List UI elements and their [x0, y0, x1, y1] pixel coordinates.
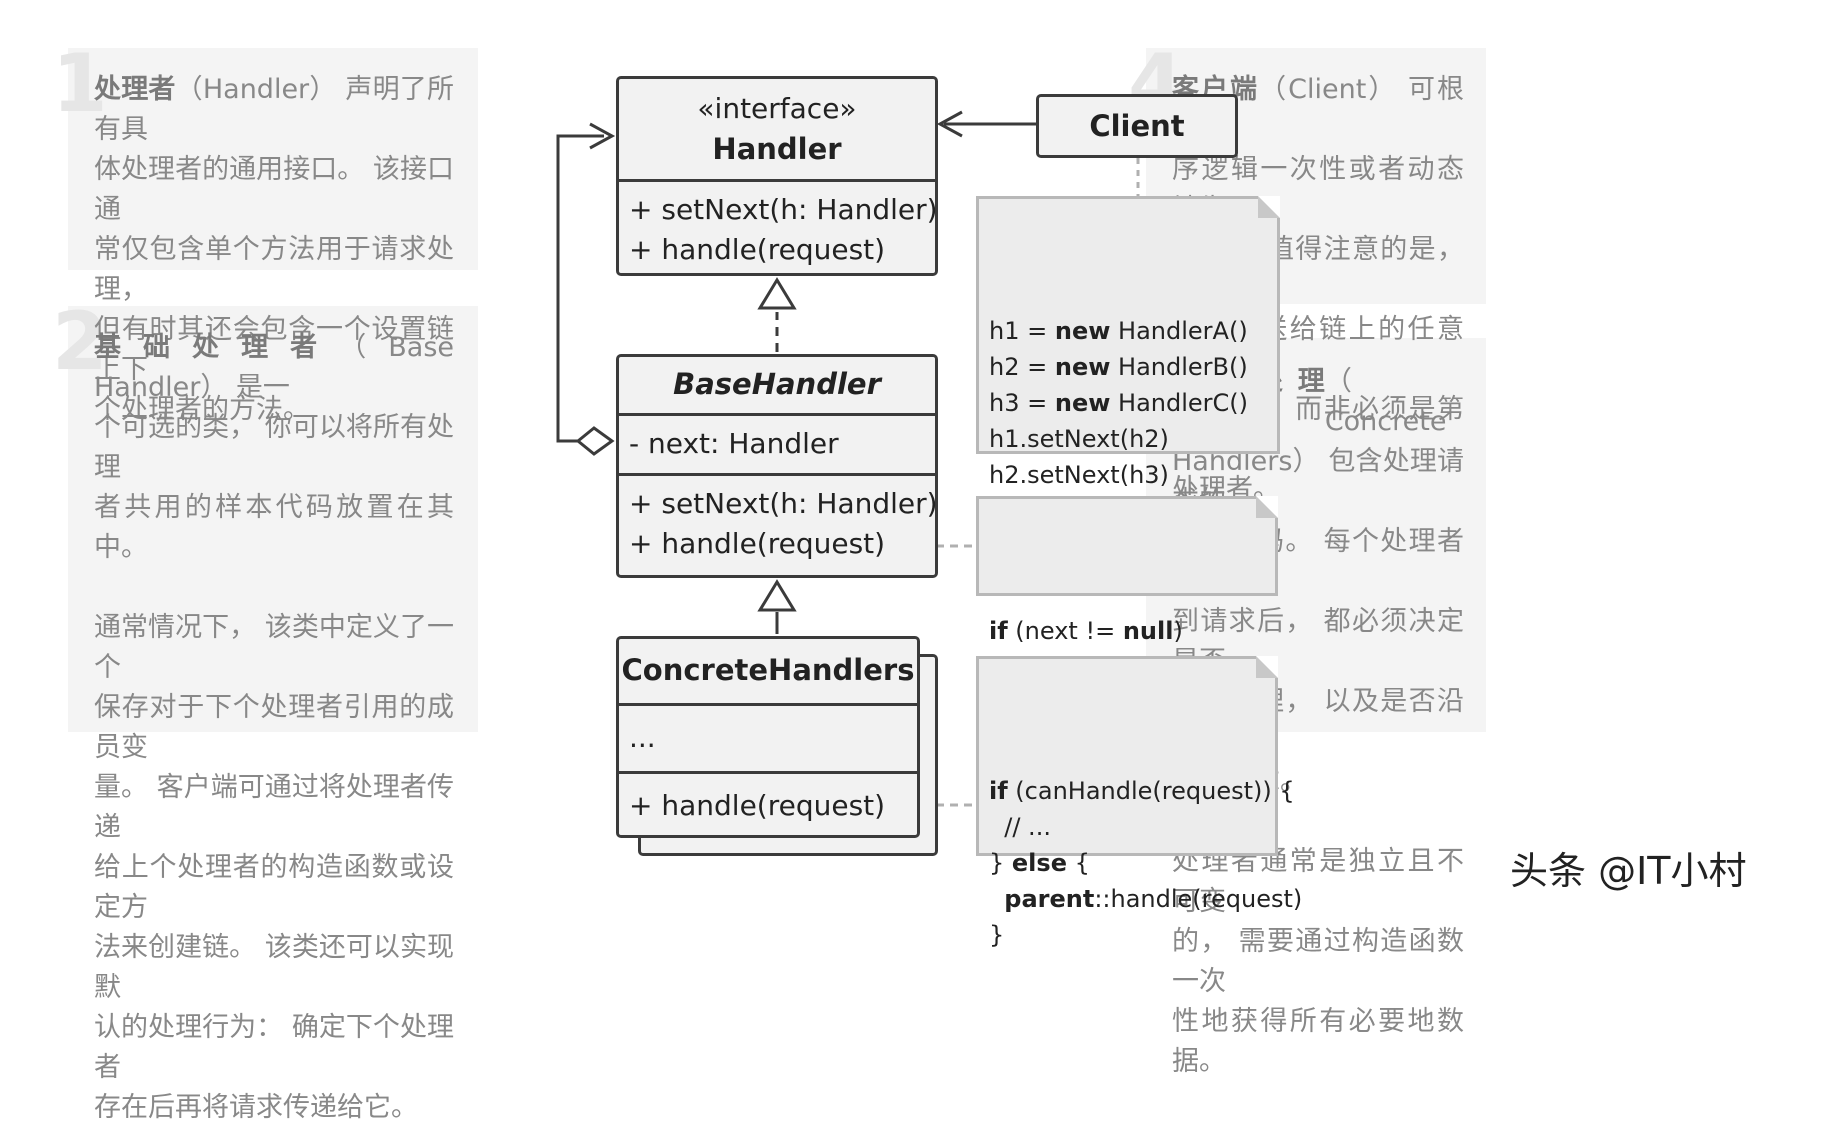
- description-line: 体处理者的通用接口。 该接口通: [94, 154, 454, 225]
- handler-method: + setNext(h: Handler): [629, 193, 938, 226]
- code-line: h2 = new HandlerB(): [989, 353, 1248, 381]
- description-line: 保存对于下个处理者引用的成员变: [94, 692, 454, 763]
- code-line: } else {: [989, 849, 1090, 877]
- base-handler-header: BaseHandler: [619, 357, 935, 413]
- code-line: h1 = new HandlerA(): [989, 317, 1248, 345]
- code-line: // ...: [989, 813, 1051, 841]
- concrete-handlers-header: ConcreteHandlers: [619, 639, 917, 703]
- description-line: 性地获得所有必要地数据。: [1172, 1006, 1464, 1077]
- step-number-2: 2: [52, 295, 108, 388]
- client-code-note: h1 = new HandlerA() h2 = new HandlerB() h3…: [976, 196, 1280, 561]
- description-line: 给上个处理者的构造函数或设定方: [94, 852, 454, 923]
- inheritance-triangle: [757, 579, 797, 612]
- panel-2: [68, 306, 478, 732]
- aggregation-arrowhead: [589, 122, 616, 150]
- description-line: 通常情况下， 该类中定义了一个: [94, 612, 454, 683]
- code-line: }: [989, 921, 1005, 949]
- client-association-arrowhead: [936, 110, 963, 138]
- handler-interface-box: «interface» Handler + setNext(h: Handler…: [616, 76, 938, 276]
- code-line: if (canHandle(request)) {: [989, 777, 1295, 805]
- step-number-1: 1: [52, 37, 108, 130]
- concrete-handlers-code-note: if (canHandle(request)) { // ... } else {…: [976, 656, 1302, 949]
- description-title: 处理者: [94, 74, 176, 105]
- base-handler-box: BaseHandler - next: Handler + setNext(h:…: [616, 354, 938, 578]
- concrete-handlers-methods: + handle(request): [619, 771, 917, 835]
- aggregation-line: [556, 134, 604, 443]
- base-handler-name: BaseHandler: [673, 367, 881, 401]
- base-handler-code-note: if (next != null) next.handle(request): [976, 496, 1278, 681]
- description-client: 客户端（Client） 可根据程 序逻辑一次性或者动态地生 成链。 值得注意的是…: [1172, 70, 1464, 510]
- handler-stereotype: «interface»: [697, 92, 857, 125]
- note-fold-corner: [1256, 656, 1278, 678]
- client-name: Client: [1089, 109, 1185, 143]
- handler-name: Handler: [712, 132, 842, 166]
- description-line: 者共用的样本代码放置在其中。: [94, 492, 454, 563]
- description-line: （Base Handler） 是一: [94, 332, 455, 403]
- base-handler-fields: - next: Handler: [619, 413, 935, 473]
- realization-triangle: [757, 277, 797, 310]
- concrete-handlers-box: ConcreteHandlers ... + handle(request): [616, 636, 920, 838]
- description-line: 个处理者的方法。: [94, 394, 310, 425]
- description-line: 量。 客户端可通过将处理者传递: [94, 772, 454, 843]
- concrete-handlers-field: ...: [629, 721, 656, 754]
- description-line: （Handler） 声明了所有具: [94, 74, 455, 145]
- description-line: 法来创建链。 该类还可以实现默: [94, 932, 454, 1003]
- description-line: （ Concrete: [1324, 366, 1447, 437]
- concrete-handlers-name: ConcreteHandlers: [621, 653, 915, 687]
- handler-header: «interface» Handler: [619, 79, 935, 179]
- code-line: h1.setNext(h2): [989, 425, 1169, 453]
- description-line: 存在后再将请求传递给它。: [94, 1092, 418, 1123]
- description-line: 认的处理行为： 确定下个处理者: [94, 1012, 454, 1083]
- note-fold-corner: [1256, 496, 1278, 518]
- code-line: h2.setNext(h3): [989, 461, 1169, 489]
- code-line: parent::handle(request): [1004, 885, 1303, 913]
- watermark: 头条 @IT小村: [1510, 849, 1747, 893]
- note-fold-corner: [1258, 196, 1280, 218]
- base-handler-method: + setNext(h: Handler): [629, 487, 938, 520]
- concrete-note-code: if (canHandle(request)) { // ... } else {…: [989, 773, 1303, 953]
- handler-methods: + setNext(h: Handler) + handle(request): [619, 179, 938, 273]
- code-line: h3 = new HandlerC(): [989, 389, 1249, 417]
- description-handler: 处理者（Handler） 声明了所有具 体处理者的通用接口。 该接口通 常仅包含…: [94, 70, 454, 430]
- concrete-handlers-fields: ...: [619, 703, 917, 771]
- aggregation-diamond: [575, 426, 615, 456]
- base-handler-field: - next: Handler: [629, 427, 839, 460]
- description-line: 常仅包含单个方法用于请求处理，: [94, 234, 454, 305]
- base-handler-method: + handle(request): [629, 527, 886, 560]
- description-title: 基础处理者: [94, 332, 340, 363]
- base-handler-methods: + setNext(h: Handler) + handle(request): [619, 473, 938, 575]
- description-line: 个可选的类， 你可以将所有处理: [94, 412, 454, 483]
- handler-method: + handle(request): [629, 233, 886, 266]
- concrete-handlers-method: + handle(request): [629, 789, 886, 822]
- panel-1: [68, 48, 478, 270]
- description-line: 但有时其还会包含一个设置链上下: [94, 314, 454, 385]
- client-box: Client: [1036, 94, 1238, 158]
- code-line: if (next != null): [989, 617, 1183, 645]
